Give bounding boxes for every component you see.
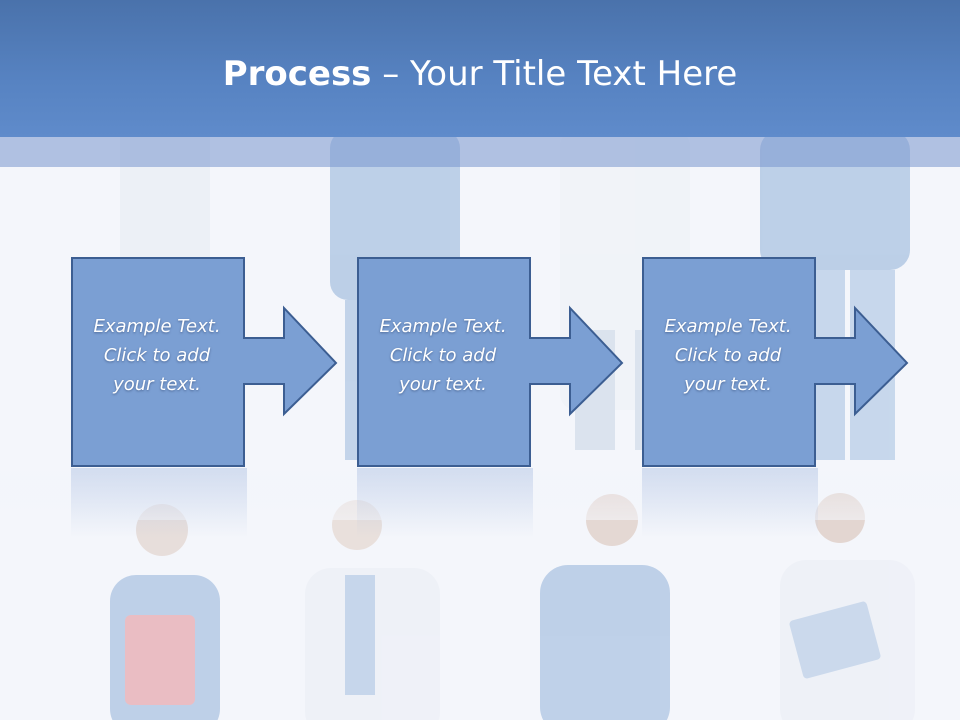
- title-band: [0, 137, 960, 167]
- step-3-line-3: your text.: [684, 374, 772, 395]
- arrow-right-icon: [71, 257, 338, 467]
- arrow-right-icon: [357, 257, 624, 467]
- process-step-1[interactable]: Example Text. Click to add your text.: [70, 256, 340, 468]
- step-3-line-2: Click to add: [674, 345, 782, 366]
- process-step-3[interactable]: Example Text. Click to add your text.: [641, 256, 911, 468]
- step-1-line-2: Click to add: [103, 345, 211, 366]
- step-2-line-2: Click to add: [389, 345, 497, 366]
- process-step-2[interactable]: Example Text. Click to add your text.: [356, 256, 626, 468]
- step-3-line-1: Example Text.: [664, 316, 792, 337]
- slide-title[interactable]: Process – Your Title Text Here: [0, 52, 960, 96]
- step-3-reflection: [642, 468, 818, 538]
- step-2-text[interactable]: Example Text. Click to add your text.: [358, 312, 528, 399]
- step-1-line-3: your text.: [113, 374, 201, 395]
- step-2-line-1: Example Text.: [379, 316, 507, 337]
- arrow-right-icon: [642, 257, 909, 467]
- step-2-reflection: [357, 468, 533, 538]
- step-3-text[interactable]: Example Text. Click to add your text.: [643, 312, 813, 399]
- step-2-line-3: your text.: [399, 374, 487, 395]
- title-rest: – Your Title Text Here: [371, 54, 738, 94]
- step-1-text[interactable]: Example Text. Click to add your text.: [72, 312, 242, 399]
- title-bar: [0, 0, 960, 137]
- step-1-reflection: [71, 468, 247, 538]
- title-bold: Process: [222, 54, 372, 94]
- step-1-line-1: Example Text.: [93, 316, 221, 337]
